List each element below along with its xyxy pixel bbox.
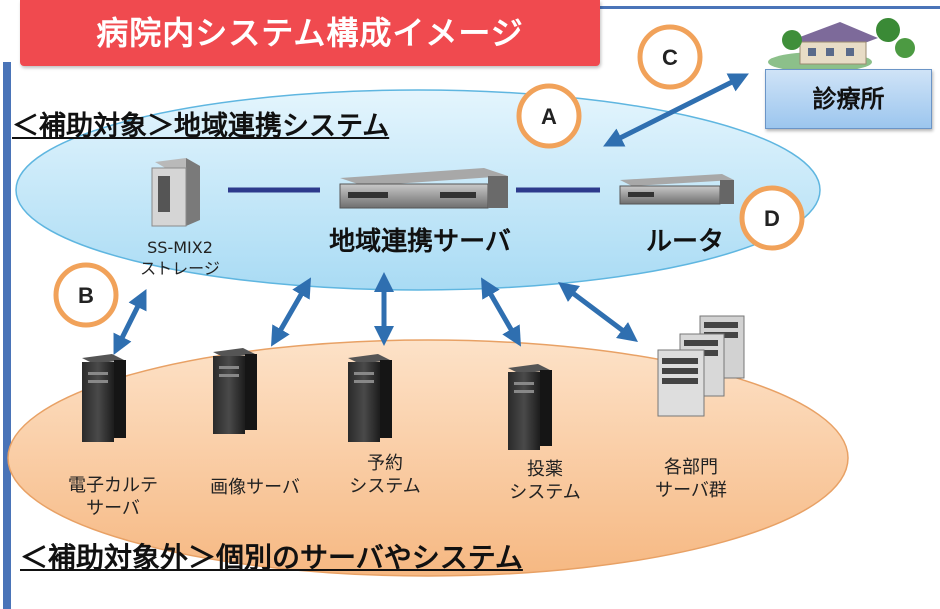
marker-b: B bbox=[53, 262, 119, 328]
karte-link-arrow bbox=[113, 289, 147, 355]
marker-c: C bbox=[637, 24, 703, 90]
clinic-box: 診療所 bbox=[765, 69, 932, 129]
header-rule bbox=[600, 6, 940, 9]
medication-label: 投薬 システム bbox=[509, 459, 581, 504]
karte-server-icon bbox=[82, 354, 126, 442]
router-icon bbox=[619, 174, 734, 205]
regional-server-icon bbox=[339, 168, 508, 209]
image-link-arrow bbox=[271, 277, 311, 347]
svg-text:C: C bbox=[662, 45, 678, 70]
marker-d: D bbox=[739, 185, 805, 251]
server-label: 地域連携サーバ bbox=[329, 227, 511, 257]
title-banner: 病院内システム構成イメージ bbox=[20, 0, 600, 66]
svg-text:A: A bbox=[541, 104, 557, 129]
storage-icon bbox=[151, 158, 200, 227]
page-title: 病院内システム構成イメージ bbox=[96, 14, 524, 52]
image-label: 画像サーバ bbox=[210, 477, 300, 498]
reservation-server-icon bbox=[348, 354, 392, 442]
svg-text:B: B bbox=[78, 283, 94, 308]
departments-link-arrow bbox=[558, 282, 638, 342]
svg-text:D: D bbox=[764, 206, 780, 231]
clinic-label: 診療所 bbox=[812, 85, 885, 113]
router-label: ルータ bbox=[645, 227, 724, 257]
clinic-link-arrow bbox=[603, 73, 749, 147]
department-servers-icon bbox=[657, 315, 745, 417]
reservation-label: 予約 システム bbox=[349, 453, 421, 498]
image-server-icon bbox=[213, 348, 257, 434]
left-accent-bar bbox=[3, 62, 11, 609]
storage-label: SS-MIX2 ストレージ bbox=[140, 238, 220, 278]
marker-a: A bbox=[516, 83, 582, 149]
non-subsidy-heading: ＜補助対象外＞個別のサーバやシステム bbox=[20, 541, 523, 574]
subsidy-heading: ＜補助対象＞地域連携システム bbox=[12, 111, 390, 142]
medication-server-icon bbox=[508, 364, 552, 450]
medication-link-arrow bbox=[481, 277, 521, 347]
karte-label: 電子カルテ サーバ bbox=[68, 475, 158, 520]
clinic-house-icon bbox=[768, 18, 915, 72]
departments-label: 各部門 サーバ群 bbox=[655, 457, 727, 502]
